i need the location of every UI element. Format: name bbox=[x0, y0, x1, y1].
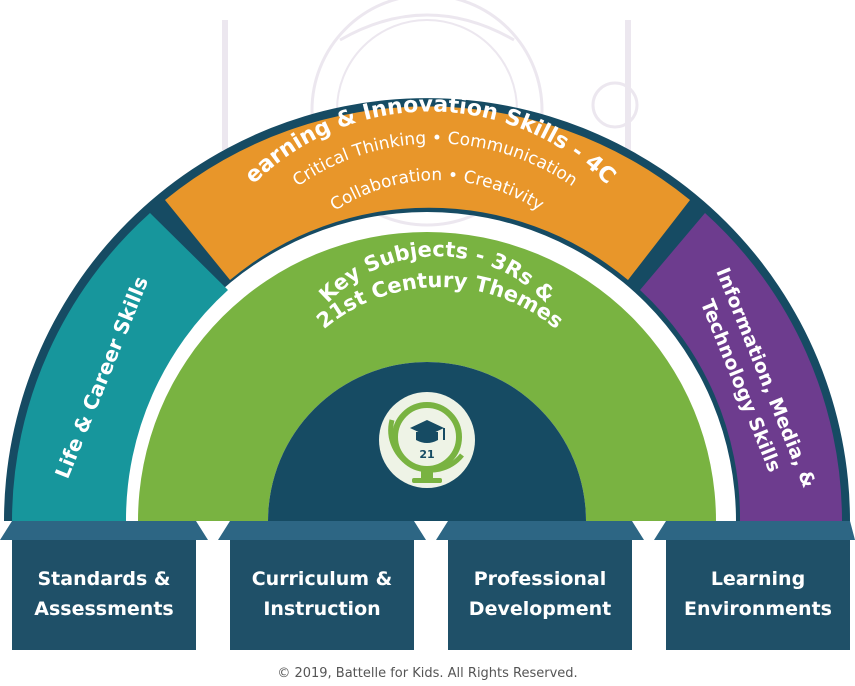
graduation-globe-icon: 21 bbox=[379, 392, 475, 488]
pillar-4-line2: Environments bbox=[684, 598, 832, 620]
key-subjects-arc bbox=[138, 232, 716, 521]
pillar-4-line1: Learning bbox=[711, 568, 805, 590]
pillar-curriculum-instruction: Curriculum & Instruction bbox=[218, 521, 426, 650]
pillars: Standards & Assessments Curriculum & Ins… bbox=[0, 521, 855, 650]
pillar-standards-assessments: Standards & Assessments bbox=[0, 521, 208, 650]
pillar-3-line1: Professional bbox=[474, 568, 607, 590]
pillar-2-line1: Curriculum & bbox=[252, 568, 393, 590]
pillar-2-line2: Instruction bbox=[263, 598, 380, 620]
learning-innovation-segment bbox=[165, 106, 690, 280]
info-media-tech-segment bbox=[640, 213, 842, 521]
pillar-1-line1: Standards & bbox=[38, 568, 171, 590]
pillar-3-line2: Development bbox=[469, 598, 611, 620]
pillar-learning-environments: Learning Environments bbox=[654, 521, 855, 650]
life-career-segment bbox=[12, 213, 228, 521]
pillar-professional-development: Professional Development bbox=[436, 521, 644, 650]
copyright-footer: © 2019, Battelle for Kids. All Rights Re… bbox=[277, 666, 578, 681]
arc-ring-outer bbox=[4, 98, 850, 522]
globe-label: 21 bbox=[419, 448, 434, 461]
pillar-1-line2: Assessments bbox=[34, 598, 173, 620]
